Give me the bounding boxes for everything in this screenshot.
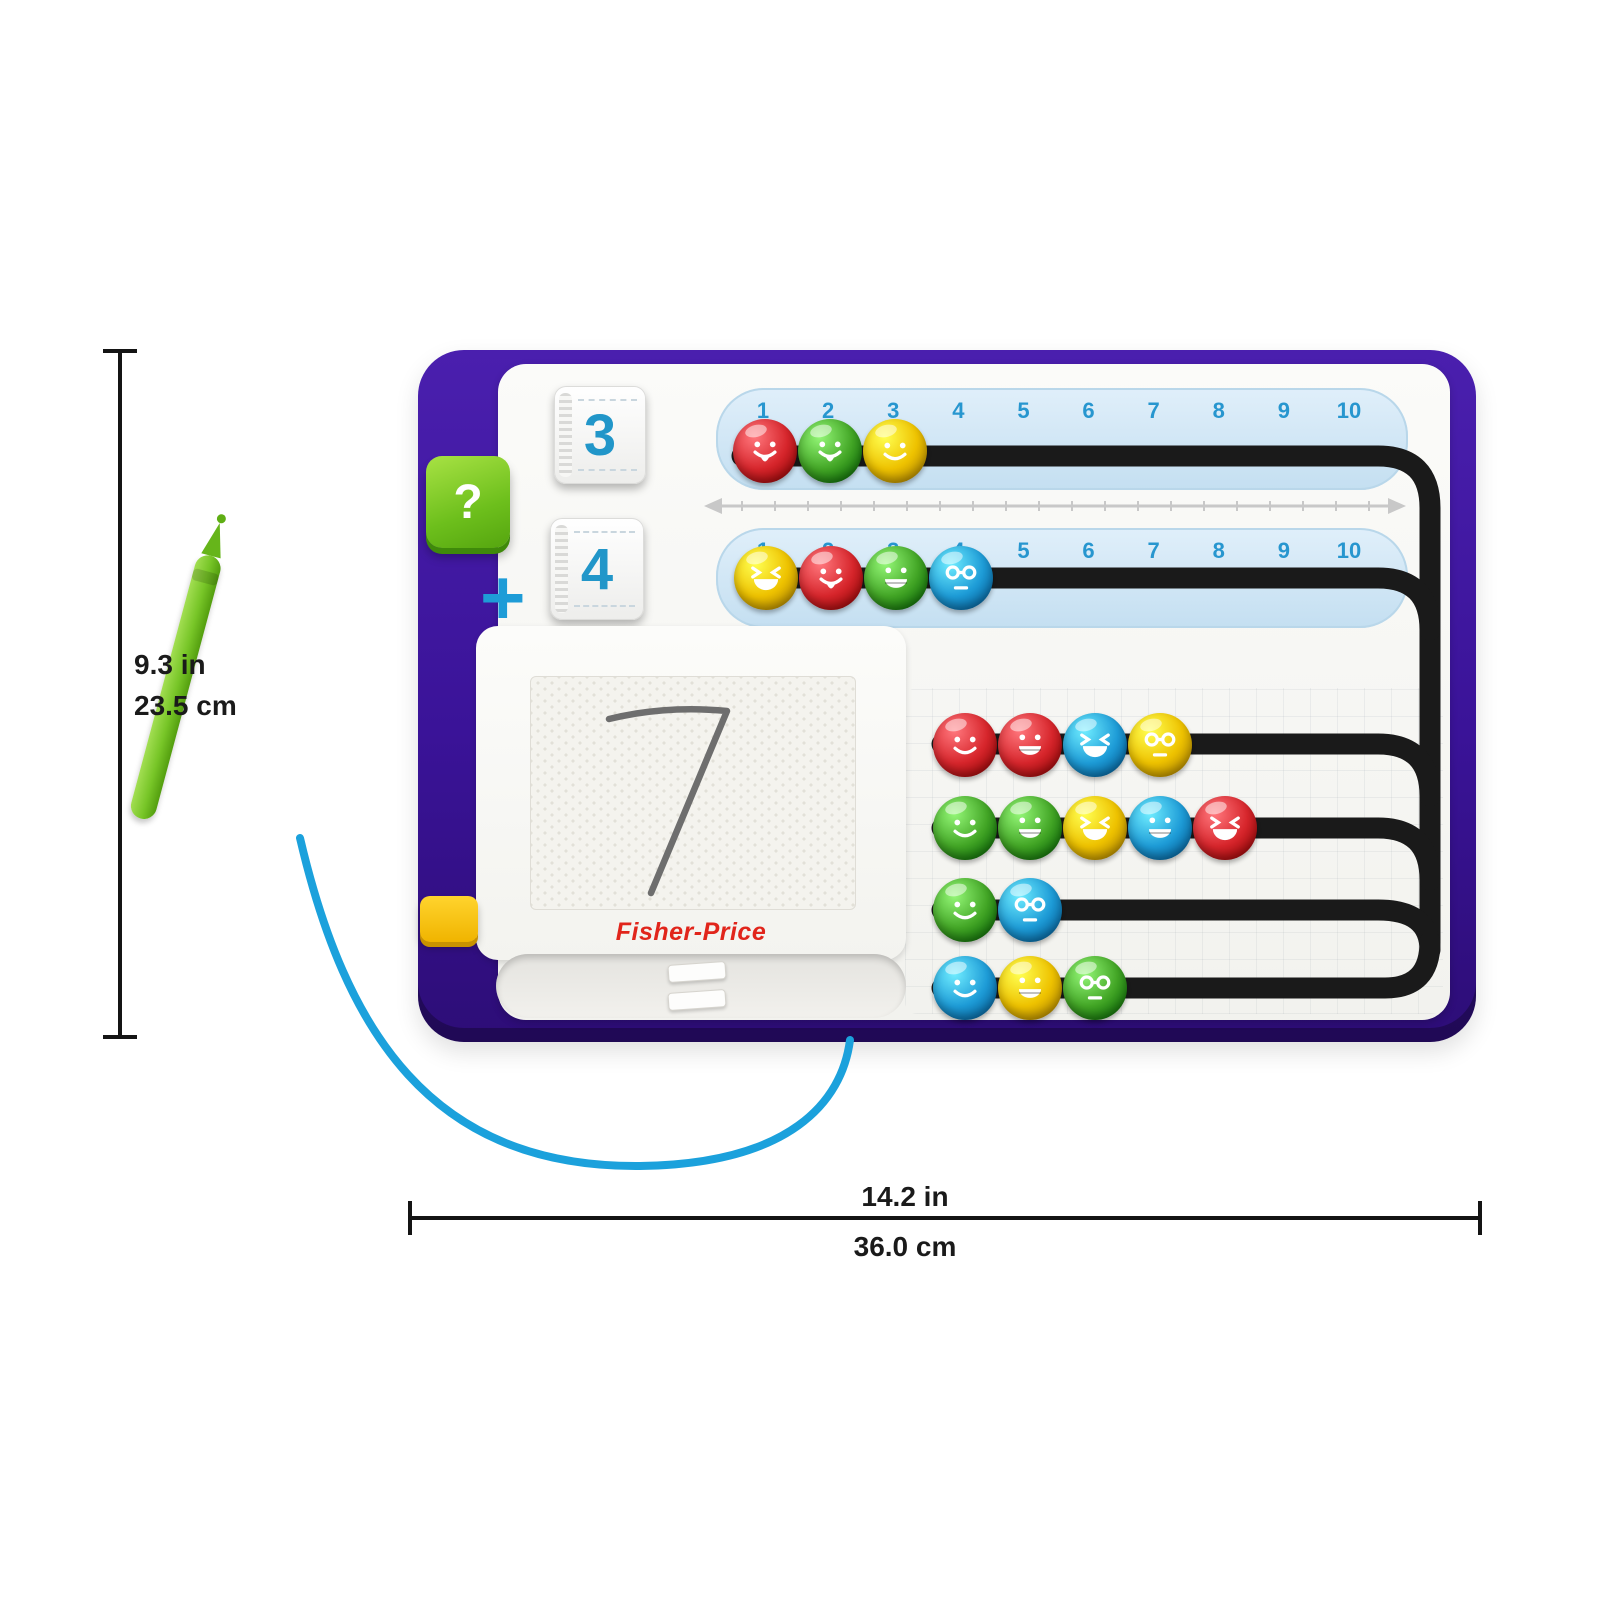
width-in: 14.2 in (861, 1181, 949, 1212)
laugh-face-icon (1080, 816, 1110, 841)
bead-red-tongue (799, 546, 863, 610)
ooh-face-icon (1079, 975, 1111, 1000)
dial-guide-line (574, 531, 635, 533)
track-number: 6 (1082, 538, 1095, 563)
question-button-label: ? (453, 475, 483, 529)
track-number: 9 (1277, 398, 1290, 423)
bead-green-grin (998, 796, 1062, 860)
laugh-face-icon (751, 566, 781, 591)
bead-yellow-smile (863, 419, 927, 483)
drawing-tablet: Fisher-Price (476, 626, 906, 960)
stylus-clip (667, 960, 727, 984)
bead-blue-smile (933, 956, 997, 1020)
grin-face-icon (885, 567, 907, 588)
bead-blue-ooh (929, 546, 993, 610)
bead-red-tongue (733, 419, 797, 483)
track1-numbers: 1 2 3 4 5 6 7 8 9 10 (750, 398, 1362, 424)
track1-beads (733, 419, 928, 483)
dial-guide-line (574, 605, 635, 607)
width-dimension-cap-right (1478, 1201, 1482, 1235)
width-dimension-line (408, 1216, 1482, 1220)
bead-red-grin (998, 713, 1062, 777)
tongue-face-icon (818, 441, 842, 462)
stylus-clip (667, 988, 727, 1012)
smile-face-icon (953, 736, 977, 755)
track-number: 10 (1336, 538, 1362, 563)
track-number: 5 (1017, 398, 1030, 423)
height-dimension-line (118, 349, 122, 1039)
ooh-face-icon (1014, 897, 1046, 922)
brand-logo: Fisher-Price (615, 918, 767, 946)
tongue-face-icon (753, 441, 777, 462)
bead-blue-ooh (998, 878, 1062, 942)
dial-guide-line (578, 399, 637, 401)
track-number: 6 (1082, 398, 1095, 423)
track-number: 7 (1147, 398, 1160, 423)
bead-blue-grin (1128, 796, 1192, 860)
track2-beads (734, 546, 994, 610)
track-number: 1 (756, 398, 770, 423)
bead-green-ooh (1063, 956, 1127, 1020)
smile-face-icon (953, 901, 977, 920)
bead-red-smile (933, 713, 997, 777)
smile-face-icon (953, 819, 977, 838)
track-number: 9 (1277, 538, 1290, 563)
track-number: 8 (1212, 538, 1225, 563)
abacus-row-1-beads (933, 713, 1193, 777)
smile-face-icon (953, 979, 977, 998)
laugh-face-icon (1210, 816, 1240, 841)
tongue-face-icon (819, 568, 843, 589)
ooh-face-icon (945, 565, 977, 590)
abacus-row-3-beads (933, 878, 1063, 942)
height-cm: 23.5 cm (134, 689, 237, 721)
bead-yellow-grin (998, 956, 1062, 1020)
bead-green-tongue (798, 419, 862, 483)
grin-face-icon (1019, 977, 1041, 998)
grin-face-icon (1019, 817, 1041, 838)
stylus-collar (191, 567, 220, 587)
bead-yellow-laugh (734, 546, 798, 610)
track-number: 8 (1212, 398, 1225, 423)
track-number: 7 (1147, 538, 1160, 563)
number-dial-bottom: 4 (550, 518, 644, 620)
bead-red-laugh (1193, 796, 1257, 860)
bead-green-smile (933, 878, 997, 942)
width-dimension-label: 14.2 in 36.0 cm (805, 1183, 1005, 1261)
abacus-row-2-beads (933, 796, 1258, 860)
bead-green-smile (933, 796, 997, 860)
dial-top-value: 3 (583, 402, 617, 468)
abacus-row-4-beads (933, 956, 1128, 1020)
dial-guide-line (578, 469, 637, 471)
width-cm: 36.0 cm (853, 1231, 957, 1262)
smile-face-icon (883, 442, 907, 461)
ooh-face-icon (1144, 732, 1176, 757)
grin-face-icon (1149, 817, 1171, 838)
track-number: 4 (952, 398, 965, 423)
height-dimension-cap-top (103, 349, 137, 353)
dial-ridge (555, 525, 568, 613)
track-number: 3 (887, 398, 900, 423)
dial-bottom-value: 4 (580, 536, 614, 602)
track-number: 2 (821, 398, 835, 423)
width-dimension-cap-left (408, 1201, 412, 1235)
bead-green-grin (864, 546, 928, 610)
number-dial-top: 3 (554, 386, 646, 484)
bead-blue-laugh (1063, 713, 1127, 777)
drawn-numeral (605, 705, 731, 897)
stylus-tray (496, 954, 906, 1018)
track-number: 5 (1017, 538, 1030, 563)
dial-ridge (559, 393, 572, 477)
height-dimension-label: 9.3 in 23.5 cm (134, 645, 237, 726)
height-in: 9.3 in (134, 649, 206, 680)
laugh-face-icon (1080, 733, 1110, 758)
bead-yellow-ooh (1128, 713, 1192, 777)
grin-face-icon (1019, 734, 1041, 755)
height-dimension-cap-bottom (103, 1035, 137, 1039)
bead-yellow-laugh (1063, 796, 1127, 860)
question-button: ? (426, 456, 510, 548)
drawing-screen (530, 676, 856, 910)
yellow-slider (420, 896, 478, 942)
track-number: 10 (1336, 398, 1362, 423)
stylus-tip (201, 520, 230, 559)
